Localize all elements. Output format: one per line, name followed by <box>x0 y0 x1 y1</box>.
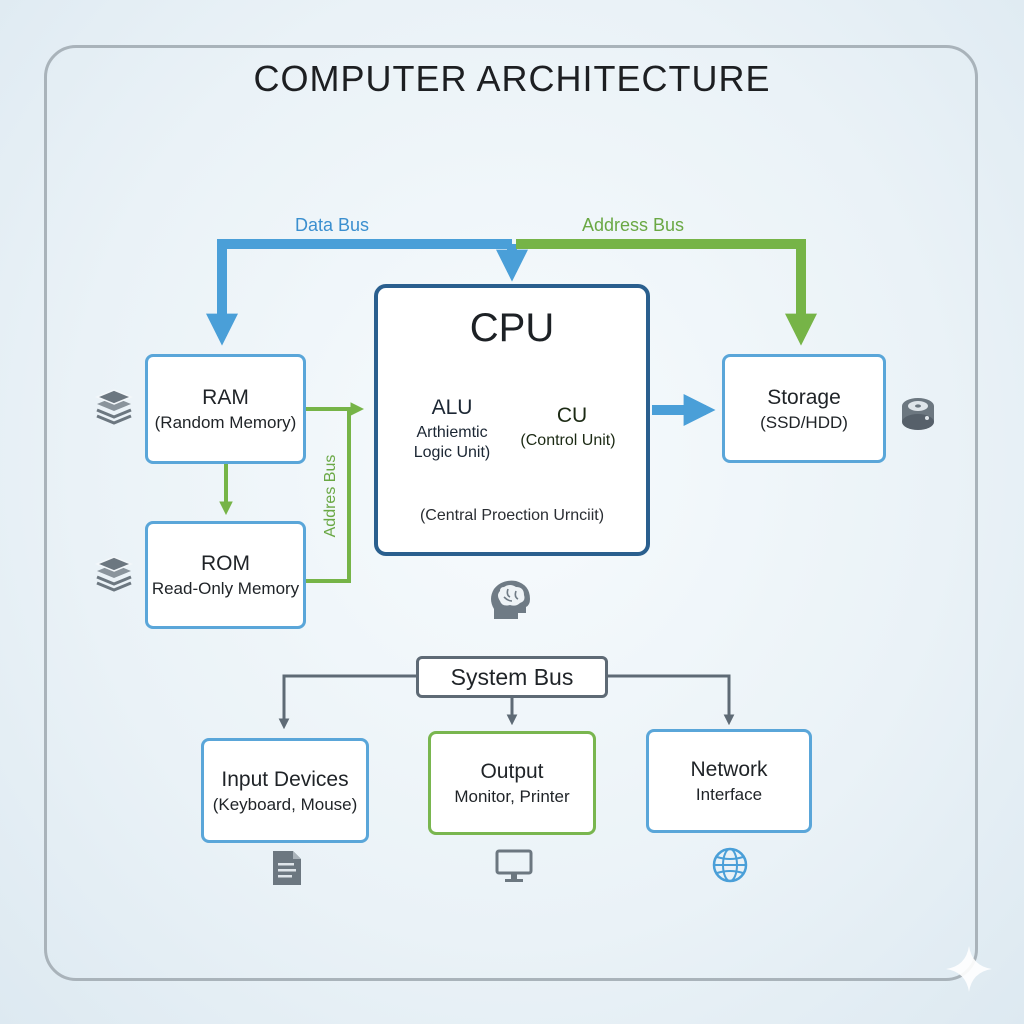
hard-disk-icon <box>902 398 934 430</box>
address-bus-vertical-label: Addres Bus <box>322 454 339 538</box>
ram-subtitle: (Random Memory) <box>154 413 297 432</box>
ram-box: RAM (Random Memory) <box>145 354 306 464</box>
output-box: Output Monitor, Printer <box>428 731 596 835</box>
network-subtitle: Interface <box>695 785 763 804</box>
cpu-box <box>374 284 650 556</box>
output-subtitle: Monitor, Printer <box>454 787 570 806</box>
rom-subtitle: Read-Only Memory <box>151 579 300 598</box>
diagram-title: COMPUTER ARCHITECTURE <box>253 58 771 99</box>
input-title: Input Devices <box>221 767 349 791</box>
ram-title: RAM <box>202 386 249 409</box>
monitor-icon <box>495 849 533 882</box>
input-subtitle: (Keyboard, Mouse) <box>212 794 358 814</box>
sparkle-icon <box>946 946 992 992</box>
alu-line2: Logic Unit) <box>413 444 491 461</box>
layers-icon <box>95 389 133 425</box>
system-bus-left-line <box>278 674 416 730</box>
outer-frame <box>44 45 978 981</box>
storage-title: Storage <box>767 385 841 409</box>
cu-title: CU <box>556 404 588 427</box>
system-bus-label: System Bus <box>450 663 574 690</box>
rom-box: ROM Read-Only Memory <box>145 521 306 629</box>
layers-icon <box>95 556 133 592</box>
storage-box: Storage (SSD/HDD) <box>722 354 886 463</box>
alu-title: ALU <box>431 396 473 419</box>
network-box: Network Interface <box>646 729 812 833</box>
storage-subtitle: (SSD/HDD) <box>760 412 848 432</box>
cpu-subtitle: (Central Proection Urnciit) <box>419 507 605 524</box>
input-devices-box: Input Devices (Keyboard, Mouse) <box>201 738 369 843</box>
cpu-title: CPU <box>469 306 555 350</box>
data-bus-line <box>205 239 512 346</box>
cu-subtitle: (Control Unit) <box>520 432 616 449</box>
system-bus-box: System Bus <box>416 656 608 698</box>
document-icon <box>273 851 301 885</box>
rom-cpu-line <box>306 409 351 583</box>
network-title: Network <box>690 758 768 781</box>
globe-icon <box>712 847 748 883</box>
system-bus-right-line <box>608 674 735 726</box>
brain-icon <box>491 580 530 619</box>
alu-line1: Arthiemtic <box>416 424 488 441</box>
rom-title: ROM <box>201 552 250 575</box>
output-title: Output <box>480 760 544 783</box>
address-bus-line <box>516 239 818 346</box>
data-bus-label: Data Bus <box>295 215 370 235</box>
address-bus-label: Address Bus <box>582 215 685 235</box>
